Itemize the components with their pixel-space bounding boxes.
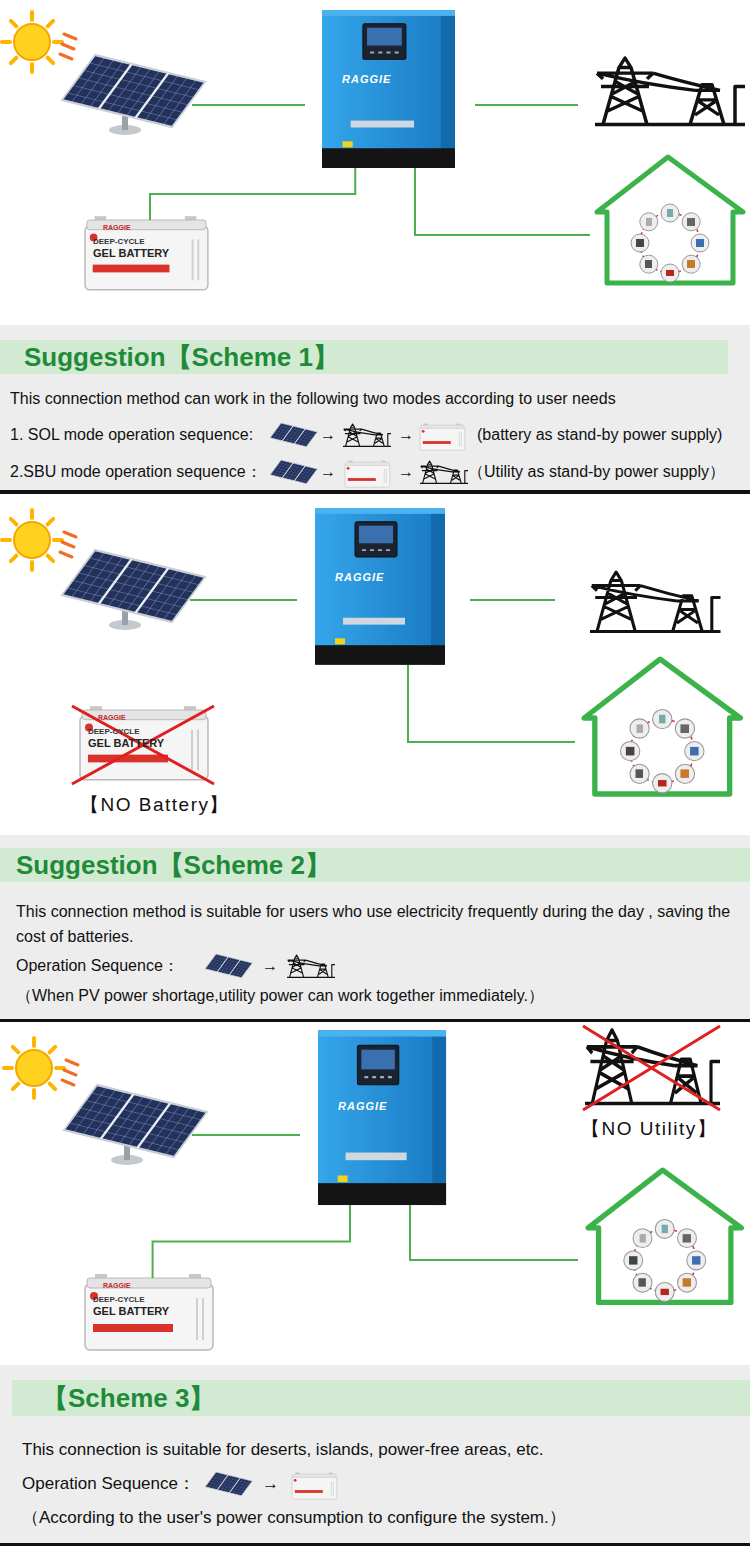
- description-text: 1. SOL mode operation sequence:: [10, 425, 253, 445]
- solar-icon: [205, 1472, 252, 1496]
- sequence-arrow: →: [320, 425, 336, 445]
- description-text: （According to the user's power consumpti…: [22, 1508, 566, 1528]
- inverter: [322, 10, 455, 168]
- inverter: [315, 508, 445, 665]
- battery: [85, 1274, 213, 1350]
- grid-icon: [343, 424, 391, 446]
- battery-icon: [420, 424, 465, 451]
- grid-icon: [420, 461, 468, 483]
- sun: [2, 12, 76, 72]
- battery-box: RAGGIEDEEP-CYCLEGEL BATTERY【NO Battery】: [80, 710, 210, 780]
- utility-towers: [590, 572, 721, 632]
- heading-text: Suggestion【Scheme 2】: [16, 848, 331, 882]
- box-text: 【NO Utility】: [581, 1118, 717, 1141]
- box-text: RAGGIE: [103, 1282, 131, 1290]
- inverter: [318, 1030, 446, 1205]
- description-text: （When PV power shortage,utility power ca…: [16, 986, 544, 1006]
- wire: [190, 600, 575, 742]
- brand-text: RAGGIE: [342, 73, 391, 86]
- description-text: This connection method is suitable for u…: [16, 899, 734, 949]
- description-text: This connection is suitable for deserts,…: [22, 1440, 544, 1460]
- house: [584, 659, 740, 794]
- box-text: DEEP-CYCLE: [93, 237, 145, 247]
- cross-mark: [72, 706, 214, 784]
- solar-array: [64, 1085, 207, 1157]
- description-text: Operation Sequence：: [22, 1474, 195, 1494]
- house: [588, 1170, 741, 1302]
- sun: [2, 510, 76, 570]
- text-panel: [0, 835, 750, 1020]
- heading-text: 【Scheme 3】: [42, 1380, 215, 1416]
- brand-text: RAGGIE: [338, 1100, 387, 1113]
- separator: [0, 1543, 750, 1546]
- text-panel: [0, 325, 750, 492]
- sun: [4, 1038, 78, 1098]
- battery-icon: [345, 461, 390, 488]
- box-text: GEL BATTERY: [88, 737, 164, 750]
- cross-mark: [583, 1026, 720, 1110]
- sequence-arrow: →: [262, 956, 278, 976]
- solar-array: [62, 550, 205, 622]
- heading-text: Suggestion【Scheme 1】: [24, 340, 339, 374]
- sequence-arrow: →: [320, 462, 336, 482]
- separator: [0, 490, 750, 494]
- solar-icon: [270, 460, 317, 484]
- box-text: DEEP-CYCLE: [88, 727, 140, 737]
- utility-towers: [595, 58, 745, 125]
- box-text: RAGGIE: [98, 714, 126, 722]
- wire: [192, 1135, 578, 1260]
- description-text: This connection method can work in the f…: [10, 389, 616, 409]
- wire-connector: [150, 168, 355, 220]
- battery-box: RAGGIE DEEP-CYCLEGEL BATTERY: [85, 1278, 215, 1350]
- sequence-arrow: →: [262, 1474, 279, 1494]
- box-text: RAGGIE: [103, 224, 131, 232]
- sequence-arrow: →: [398, 462, 414, 482]
- description-text: Operation Sequence：: [16, 956, 179, 976]
- box-text: DEEP-CYCLE: [93, 1295, 145, 1305]
- box-text: GEL BATTERY: [93, 247, 169, 260]
- inverter-box: RAGGIE: [315, 508, 445, 665]
- text-panel: [0, 1365, 750, 1545]
- separator: [0, 1019, 750, 1022]
- solar-icon: [205, 954, 252, 978]
- sequence-arrow: →: [398, 425, 414, 445]
- house: [597, 157, 743, 283]
- brand-text: RAGGIE: [335, 571, 384, 584]
- inverter-box: RAGGIE: [322, 10, 455, 168]
- heading-band: 【Scheme 3】: [12, 1380, 750, 1416]
- solar-array: [62, 55, 205, 127]
- heading-band: Suggestion【Scheme 1】: [0, 340, 728, 374]
- box-text: GEL BATTERY: [93, 1305, 169, 1318]
- wire-connector: [153, 1205, 350, 1278]
- battery-box: RAGGIE DEEP-CYCLEGEL BATTERY: [85, 220, 210, 290]
- utility-box: 【NO Utility】: [585, 1025, 720, 1110]
- description-text: (battery as stand-by power supply): [477, 425, 722, 445]
- description-text: （Utility as stand-by power supply）: [468, 462, 725, 482]
- heading-band: Suggestion【Scheme 2】: [0, 848, 750, 882]
- inverter-box: RAGGIE: [318, 1030, 446, 1205]
- box-text: 【NO Battery】: [80, 794, 230, 817]
- grid-icon: [287, 955, 335, 977]
- solar-icon: [270, 423, 317, 447]
- battery: [85, 216, 208, 290]
- description-text: 2.SBU mode operation sequence：: [10, 462, 262, 482]
- battery-icon: [292, 1473, 337, 1500]
- wire: [192, 105, 590, 235]
